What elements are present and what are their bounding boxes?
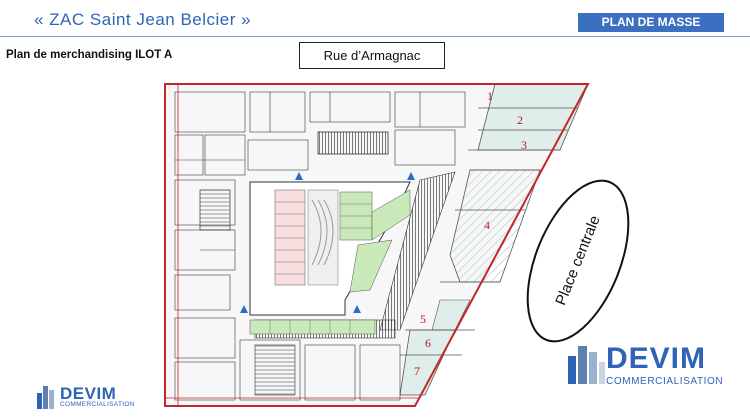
- devim-building-logo-icon: [568, 346, 605, 384]
- devim-small-wordmark: DEVIM: [60, 384, 117, 403]
- lot-number-7: 7: [414, 364, 420, 378]
- devim-small-building-icon: [37, 386, 54, 409]
- devim-small-tagline: COMMERCIALISATION: [60, 401, 135, 408]
- stair-north: [317, 131, 389, 155]
- devim-logo-tagline: COMMERCIALISATION: [606, 376, 724, 387]
- plan-type-badge: PLAN DE MASSE: [578, 13, 724, 32]
- lot-number-2: 2: [517, 113, 523, 127]
- title-divider: [0, 36, 750, 37]
- place-centrale-ellipse: [526, 179, 630, 343]
- retail-unit-1-3: [477, 83, 589, 151]
- devim-logo-wordmark: DEVIM: [606, 342, 707, 375]
- lot-number-4: 4: [484, 218, 490, 232]
- ramp-diagonal: [379, 171, 456, 331]
- plan-subtitle: Plan de merchandising ILOT A: [6, 49, 173, 61]
- lot-number-3: 3: [521, 138, 527, 152]
- parking-pink-bays: [274, 189, 306, 286]
- lot-number-5: 5: [420, 312, 426, 326]
- lot-number-6: 6: [425, 336, 431, 350]
- street-label-rue-armagnac: Rue d’Armagnac: [299, 42, 445, 69]
- property-outline: [164, 83, 590, 407]
- lot-number-1: 1: [487, 89, 493, 103]
- project-title: « ZAC Saint Jean Belcier »: [34, 10, 252, 29]
